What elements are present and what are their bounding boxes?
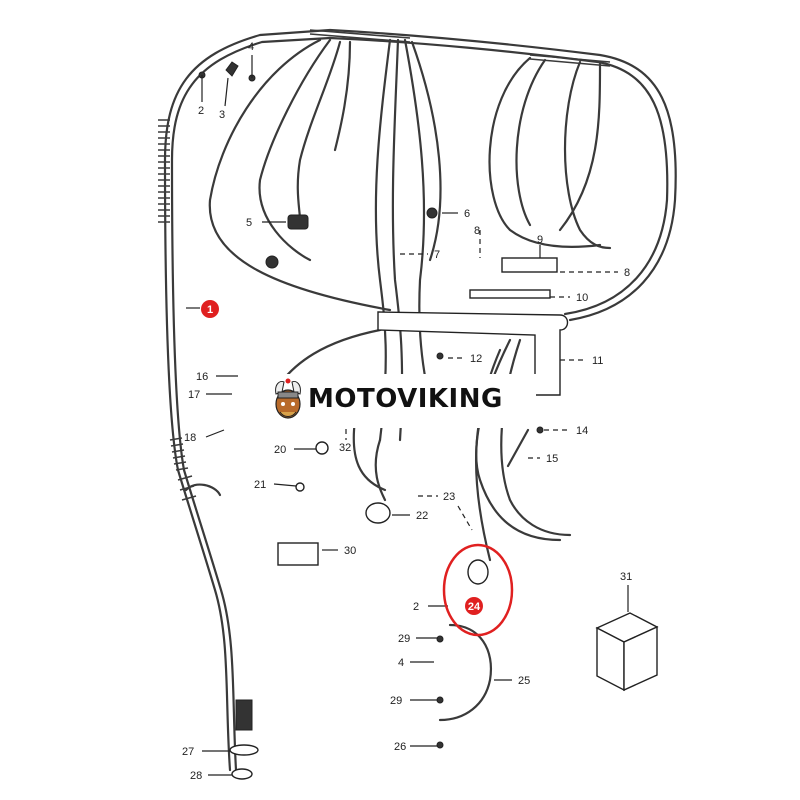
branch-right-loop-2: [515, 58, 547, 227]
callout-25: 25: [518, 675, 530, 687]
callout-2: 2: [198, 105, 204, 117]
plate-10: [469, 289, 551, 299]
branch-mid-2: [333, 40, 352, 152]
callout-26: 26: [394, 741, 406, 753]
clip-26: [436, 741, 444, 749]
callout-31: 31: [620, 571, 632, 583]
fitting-6: [426, 207, 438, 219]
callout-2-lower: 2: [413, 601, 419, 613]
left-pigtail: [184, 483, 222, 497]
callout-20: 20: [274, 444, 286, 456]
viking-helmet-logo-icon: [275, 378, 301, 419]
branch-left-loop: [208, 38, 392, 312]
branch-center-1: [374, 38, 392, 442]
callout-9: 9: [537, 234, 543, 246]
callout-32: 32: [339, 442, 351, 454]
clip-29a: [436, 635, 444, 643]
callout-28: 28: [190, 770, 202, 782]
lower-bundle-1: [374, 438, 387, 502]
harness-end-connector: [235, 699, 253, 731]
connector-5: [287, 214, 309, 230]
bolt-15: [506, 428, 530, 468]
callout-15: 15: [546, 453, 558, 465]
callout-23: 23: [443, 491, 455, 503]
lower-bundle-2: [352, 418, 387, 492]
callout-8-right: 8: [624, 267, 630, 279]
callout-10: 10: [576, 292, 588, 304]
callout-7: 7: [434, 249, 440, 261]
seal-27: [229, 744, 259, 756]
callout-24: 24: [468, 601, 481, 613]
leader-lines: [186, 55, 629, 776]
top-loom: [309, 29, 611, 67]
clip-3: [225, 61, 239, 77]
callout-29-bottom: 29: [390, 695, 402, 707]
branch-center-2: [391, 38, 404, 442]
grommet-5: [265, 255, 279, 269]
connector-24: [467, 559, 489, 585]
grommet-20: [315, 441, 329, 455]
callout-21: 21: [254, 479, 266, 491]
callout-1: 1: [207, 304, 213, 316]
callout-27: 27: [182, 746, 194, 758]
callout-18: 18: [184, 432, 196, 444]
branch-mid-1: [296, 40, 342, 222]
callout-4-lower: 4: [398, 657, 404, 669]
connector-22: [365, 502, 391, 524]
callout-labels: 2 3 4 5 6 7 8 8 9 10 11 12 14 15 16 17 1…: [182, 41, 632, 782]
callout-8-top: 8: [474, 225, 480, 237]
callout-22: 22: [416, 510, 428, 522]
highlight-dot-part-24: [465, 597, 483, 615]
screw-12: [436, 352, 444, 360]
main-harness-outer: [163, 28, 677, 772]
package-box-31: [595, 612, 659, 692]
callout-12: 12: [470, 353, 482, 365]
watermark-text: MOTOVIKING: [308, 384, 503, 414]
o-ring-28: [231, 768, 253, 780]
corrugated-sleeve: [158, 119, 170, 223]
callout-14: 14: [576, 425, 588, 437]
callout-29-top: 29: [398, 633, 410, 645]
branch-right-loop-1: [488, 56, 602, 248]
connector-block-9: [501, 257, 558, 273]
callout-30: 30: [344, 545, 356, 557]
highlight-dot-part-1: [201, 300, 219, 318]
label-30: [277, 542, 319, 566]
callout-3: 3: [219, 109, 225, 121]
watermark-banner: [264, 374, 536, 428]
branch-center-4: [410, 40, 442, 262]
callout-11: 11: [592, 355, 603, 367]
nut-14: [536, 426, 544, 434]
branch-right-loop-4: [558, 62, 602, 232]
callout-5: 5: [246, 217, 252, 229]
callout-16: 16: [196, 371, 208, 383]
callout-6: 6: [464, 208, 470, 220]
callout-17: 17: [188, 389, 200, 401]
branch-right-loop-3: [563, 60, 612, 250]
branch-center-3: [403, 38, 432, 402]
wire-25: [438, 623, 493, 722]
callout-4: 4: [248, 41, 254, 53]
clip-21: [295, 482, 305, 492]
branch-left-loop-2: [258, 38, 332, 262]
highlight-ring-part-24: [442, 543, 514, 637]
